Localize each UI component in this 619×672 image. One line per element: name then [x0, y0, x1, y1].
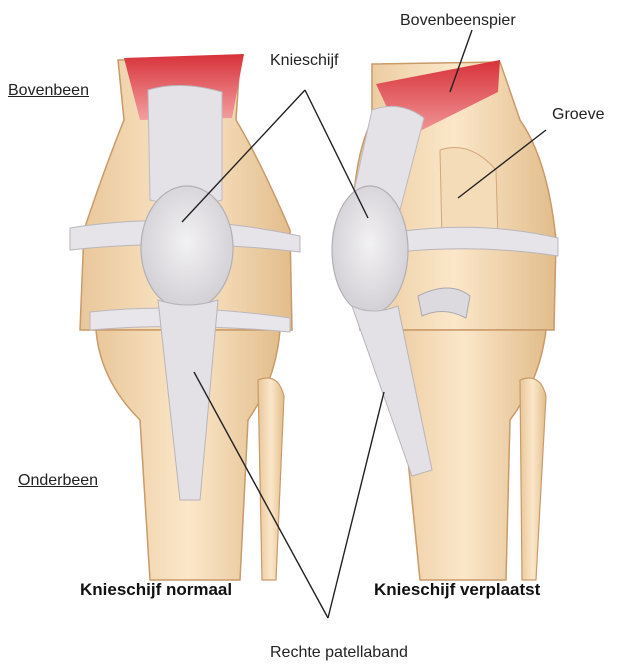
label-bovenbeenspier: Bovenbeenspier: [400, 12, 516, 30]
knieschijf-line-right: [305, 90, 368, 218]
label-bovenbeen: Bovenbeen: [8, 82, 89, 100]
caption-right: Knieschijf verplaatst: [374, 580, 540, 600]
left-patella: [141, 186, 233, 310]
caption-left: Knieschijf normaal: [80, 580, 232, 600]
right-fibula: [520, 378, 546, 580]
label-groeve: Groeve: [552, 106, 604, 124]
label-knieschijf: Knieschijf: [270, 52, 338, 70]
label-onderbeen: Onderbeen: [18, 472, 98, 490]
left-fibula: [258, 378, 284, 580]
right-knee: [332, 60, 558, 580]
right-patella: [332, 186, 408, 314]
label-rechte-patellaband: Rechte patellaband: [270, 644, 408, 662]
